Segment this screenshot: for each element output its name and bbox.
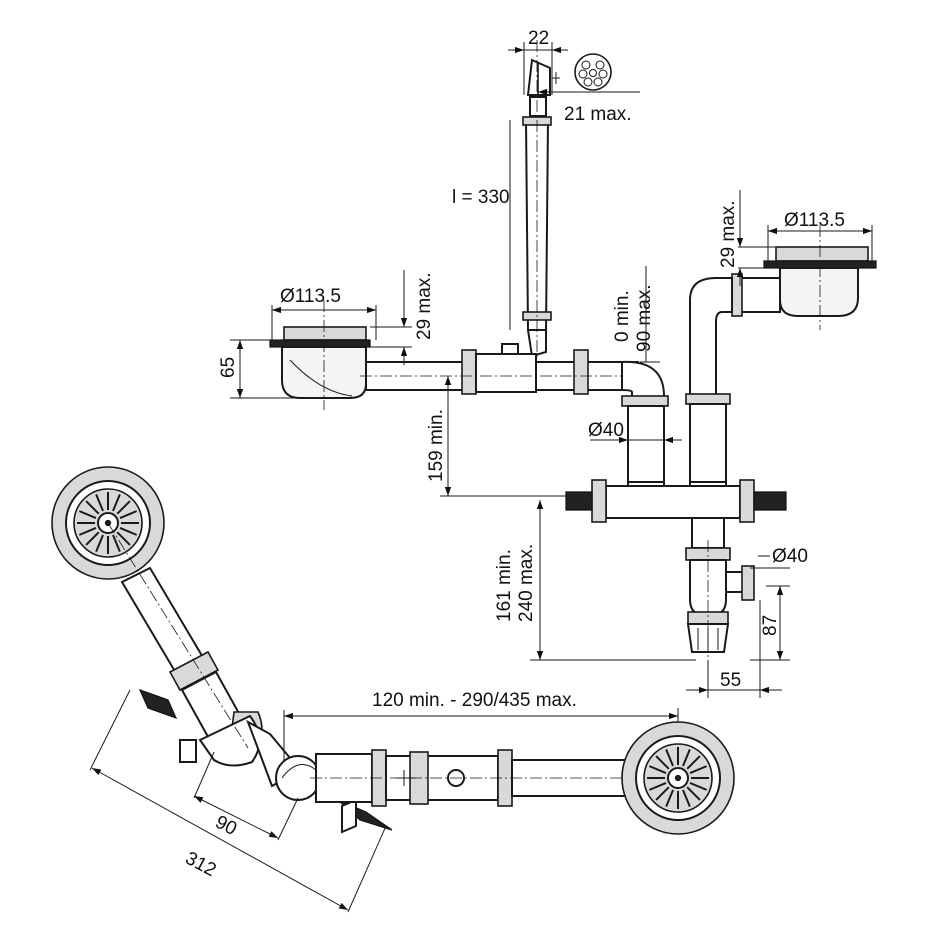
- label-height-159: 159 min.: [426, 409, 447, 482]
- strainer-slot: [78, 527, 97, 536]
- right-strainer-side: [685, 225, 877, 483]
- strainer-slot: [686, 755, 701, 770]
- label-trap-height: 87: [760, 615, 781, 636]
- dimension-lines-plan: [89, 689, 679, 913]
- right-strainer-plan-icon: [621, 721, 735, 835]
- strainer-slot: [95, 534, 104, 553]
- label-overflow-width: 22: [528, 28, 549, 49]
- label-left-strainer-dia: Ø113.5: [280, 286, 341, 307]
- label-pipe-dia: Ø40: [588, 420, 624, 441]
- overflow-tube: [522, 40, 560, 360]
- label-overflow-offset: 21 max.: [564, 104, 632, 125]
- label-drop-min: 0 min.: [612, 290, 633, 342]
- strainer-slot: [78, 510, 97, 519]
- label-trap-offset: 55: [720, 670, 741, 691]
- diagonal-pipe: [107, 522, 263, 767]
- plan-view: [51, 466, 735, 913]
- label-right-strainer-dia: Ø113.5: [784, 210, 845, 231]
- strainer-slot: [665, 789, 674, 808]
- strainer-slot: [648, 765, 667, 774]
- overflow-grille-icon: [574, 53, 612, 91]
- left-strainer-side: [269, 300, 371, 410]
- label-dim-90: 90: [212, 812, 240, 840]
- left-elbow: [621, 360, 669, 483]
- strainer-slot: [682, 789, 691, 808]
- strainer-slot: [116, 500, 131, 515]
- label-drop-max: 90 max.: [634, 284, 655, 352]
- junction-plan: [246, 719, 640, 807]
- label-height-161: 161 min.: [494, 549, 515, 622]
- strainer-slot: [655, 755, 670, 770]
- label-right-strainer-depth: 29 max.: [718, 200, 739, 268]
- label-left-strainer-depth: 29 max.: [414, 272, 435, 340]
- strainer-slot: [85, 500, 100, 515]
- strainer-slot: [85, 531, 100, 546]
- strainer-slot: [665, 748, 674, 767]
- strainer-slot: [689, 782, 708, 791]
- junction-and-trap: [565, 479, 787, 660]
- strainer-slot: [119, 527, 138, 536]
- strainer-slot: [119, 510, 138, 519]
- strainer-slot: [648, 782, 667, 791]
- strainer-slot: [112, 534, 121, 553]
- strainer-slot: [95, 493, 104, 512]
- label-height-240: 240 max.: [516, 544, 537, 622]
- strainer-slot: [116, 531, 131, 546]
- dimension-labels: 22 21 max. l = 330 Ø113.5 29 max. Ø113.5…: [182, 28, 845, 881]
- strainer-slot: [112, 493, 121, 512]
- dimension-lines-side: [230, 42, 873, 698]
- label-trap-dia: Ø40: [772, 546, 808, 567]
- strainer-slot: [689, 765, 708, 774]
- label-outlet-height: 65: [218, 357, 239, 378]
- strainer-slot: [682, 748, 691, 767]
- side-view: [230, 40, 877, 698]
- label-dim-312: 312: [182, 848, 220, 881]
- label-tube-length: l = 330: [452, 187, 510, 208]
- strainer-slot: [686, 786, 701, 801]
- label-spacing: 120 min. - 290/435 max.: [372, 690, 577, 711]
- strainer-slot: [655, 786, 670, 801]
